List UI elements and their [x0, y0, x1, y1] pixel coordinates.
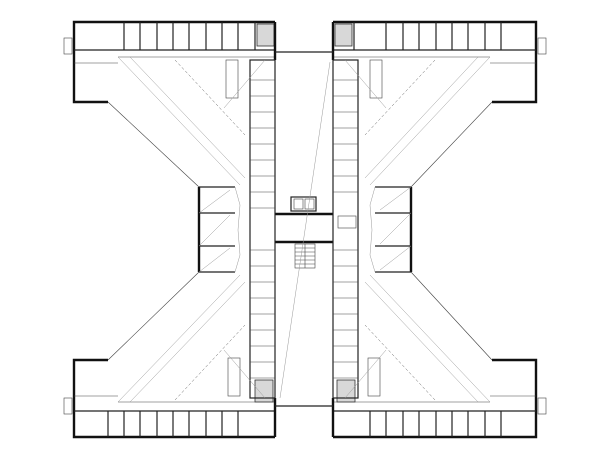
central-core	[273, 22, 357, 437]
atrium-diagonals	[107, 56, 493, 403]
right-bay	[369, 186, 413, 273]
bottom-right-wing	[333, 358, 547, 439]
top-right-wing	[333, 20, 547, 104]
top-left-wing	[63, 20, 275, 104]
center-right-column	[332, 59, 383, 399]
left-bay	[197, 186, 241, 273]
center-left-column	[225, 59, 276, 399]
stair-icon	[294, 243, 316, 269]
bottom-left-wing	[63, 358, 275, 439]
